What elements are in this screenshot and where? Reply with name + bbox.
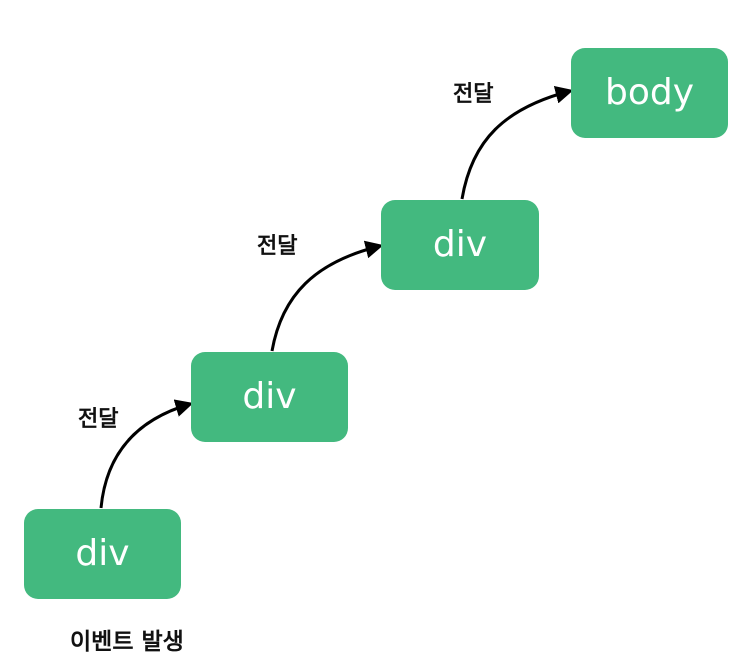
node-label: div bbox=[432, 223, 488, 265]
node-body: body bbox=[571, 48, 728, 138]
node-label: body bbox=[604, 71, 695, 113]
node-label: div bbox=[242, 375, 297, 417]
node-div-parent: div bbox=[191, 352, 348, 442]
node-label: div bbox=[75, 532, 130, 574]
arrow-div2-to-div3 bbox=[270, 240, 384, 352]
arrow-div1-to-div2 bbox=[99, 399, 194, 509]
origin-caption: 이벤트 발생 bbox=[70, 629, 184, 655]
node-div-grandparent: div bbox=[381, 200, 539, 290]
arrow-div3-to-body bbox=[460, 85, 574, 200]
edge-label-pass: 전달 bbox=[78, 407, 119, 432]
edge-label-pass: 전달 bbox=[453, 82, 494, 107]
edge-label-pass: 전달 bbox=[257, 234, 298, 259]
node-div-origin: div bbox=[24, 509, 181, 599]
